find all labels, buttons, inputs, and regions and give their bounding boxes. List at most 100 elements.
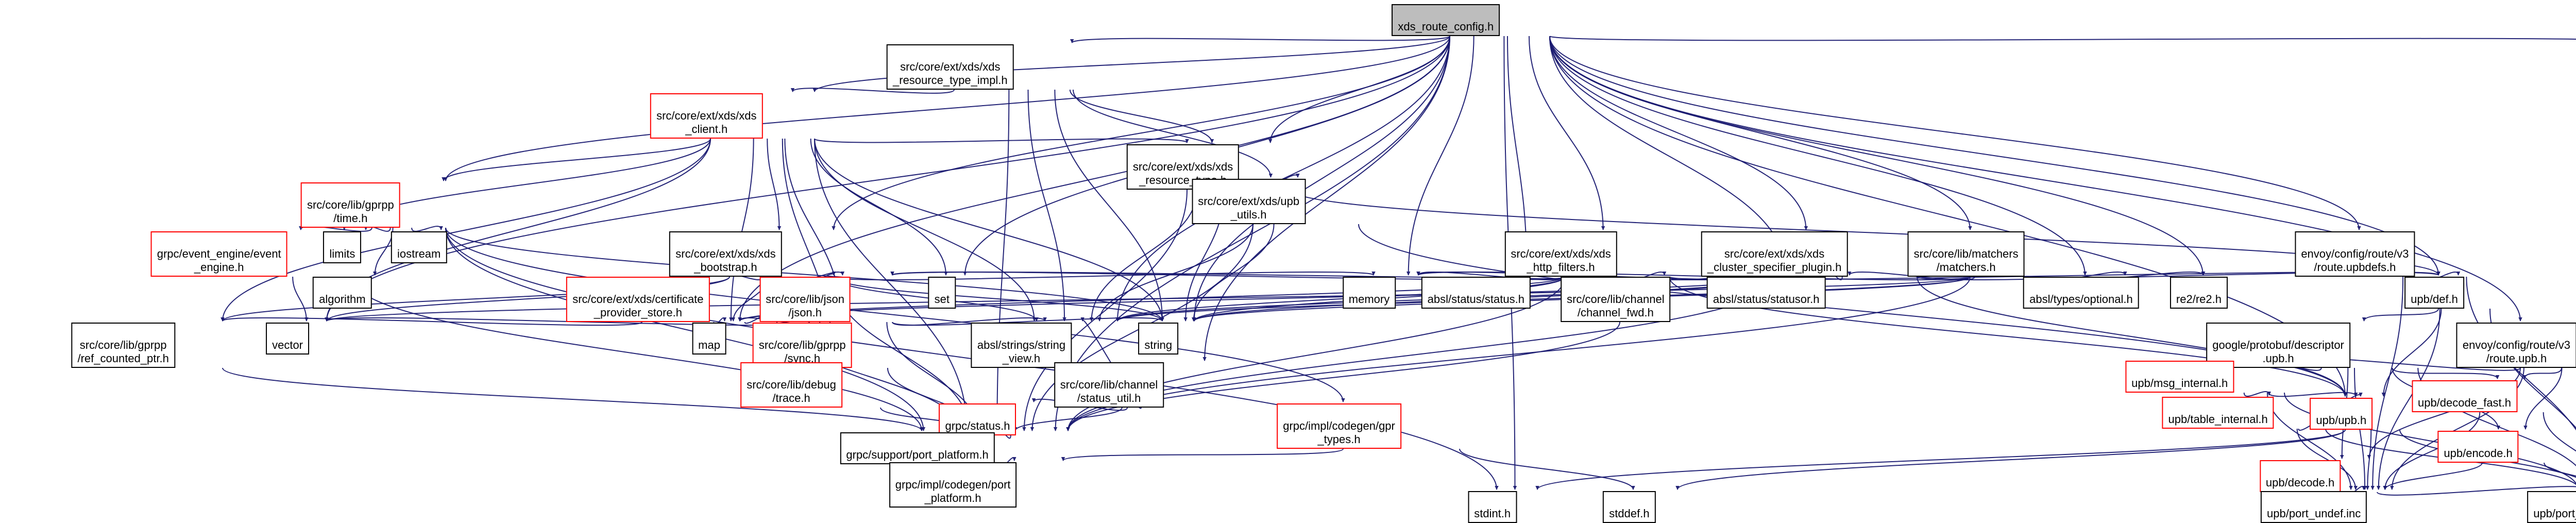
- graph-node-root: xds_route_config.h: [1392, 4, 1500, 36]
- graph-node-portdef[interactable]: upb/port_def.inc: [2527, 491, 2576, 523]
- graph-node-label: grpc/event_engine/event _engine.h: [157, 247, 281, 274]
- graph-node-grpcstatus[interactable]: grpc/status.h: [939, 403, 1016, 435]
- graph-node-impl[interactable]: src/core/ext/xds/xds _resource_type_impl…: [887, 44, 1014, 90]
- edge-refcountedptr-to-pp: [222, 367, 924, 431]
- edge-upbdefs-to-portundef: [2370, 276, 2404, 490]
- graph-node-upbdef[interactable]: upb/def.h: [2404, 277, 2464, 309]
- graph-node-clusterplugin[interactable]: src/core/ext/xds/xds _cluster_specifier_…: [1701, 231, 1848, 277]
- graph-node-matchers[interactable]: src/core/lib/matchers /matchers.h: [1907, 231, 2025, 277]
- graph-node-label: src/core/ext/xds/upb _utils.h: [1198, 195, 1300, 221]
- graph-node-label: iostream: [397, 247, 441, 260]
- graph-node-evengine[interactable]: grpc/event_engine/event _engine.h: [150, 231, 287, 277]
- graph-node-statusutil[interactable]: src/core/lib/channel /status_util.h: [1054, 362, 1164, 408]
- edge-client-to-time: [442, 138, 711, 181]
- graph-node-label: set: [934, 293, 950, 306]
- edge-matchers-to-memory: [1416, 271, 1971, 281]
- edge-root-to-variant: [1549, 36, 2576, 41]
- edge-root-to-memory: [1406, 36, 1475, 276]
- graph-node-encode[interactable]: upb/encode.h: [2437, 431, 2519, 463]
- graph-node-certstore[interactable]: src/core/ext/xds/certificate _provider_s…: [566, 277, 710, 322]
- graph-node-ppimpl[interactable]: grpc/impl/codegen/port _platform.h: [889, 462, 1017, 508]
- graph-node-label: envoy/config/route/v3 /route.upbdefs.h: [2301, 247, 2409, 274]
- edge-encode-to-portundef: [2383, 462, 2483, 490]
- graph-node-label: upb/msg_internal.h: [2131, 377, 2228, 390]
- edge-client-to-set: [810, 138, 948, 276]
- edge-group: [221, 36, 2576, 496]
- graph-node-stringview[interactable]: absl/strings/string _view.h: [971, 323, 1072, 368]
- graph-node-iostream[interactable]: iostream: [391, 231, 447, 263]
- edge-gprtypes-to-stddefh: [1459, 448, 1635, 490]
- edge-upbdef-to-descriptorupb: [2362, 308, 2439, 322]
- edge-client-to-restype: [814, 138, 1189, 143]
- graph-node-memory[interactable]: memory: [1342, 277, 1396, 309]
- edge-statusutil-to-pp: [1013, 407, 1123, 431]
- edge-bootstrap-to-memory: [833, 271, 1376, 281]
- graph-node-stddefh[interactable]: stddef.h: [1603, 491, 1656, 523]
- graph-node-optional[interactable]: absl/types/optional.h: [2023, 277, 2139, 309]
- edge-client-to-refcountedptr: [221, 138, 711, 322]
- edge-httpfilters-to-memory: [1416, 271, 1566, 281]
- graph-node-trace[interactable]: src/core/lib/debug /trace.h: [740, 362, 842, 408]
- graph-node-channelfwd[interactable]: src/core/lib/channel /channel_fwd.h: [1561, 277, 1671, 322]
- graph-node-label: grpc/support/port_platform.h: [846, 448, 989, 461]
- edge-client-to-string: [814, 138, 1164, 322]
- edge-time-to-gprtypes: [445, 227, 1345, 402]
- edge-impl-to-upbutils: [1073, 89, 1273, 178]
- graph-node-msginternal[interactable]: upb/msg_internal.h: [2125, 361, 2234, 393]
- graph-node-string[interactable]: string: [1138, 323, 1179, 355]
- edge-root-to-matchers: [1549, 36, 1972, 230]
- edge-routeupb-to-decodefast: [2522, 367, 2562, 379]
- edge-tableinternal-to-portundef: [2296, 428, 2358, 490]
- graph-node-upbutils[interactable]: src/core/ext/xds/upb _utils.h: [1192, 179, 1306, 224]
- graph-node-sync[interactable]: src/core/lib/gprpp /sync.h: [752, 323, 852, 368]
- edge-upbh-to-stddefh: [1675, 429, 2346, 490]
- edge-time-to-pp: [445, 227, 926, 431]
- graph-node-set[interactable]: set: [928, 277, 956, 309]
- graph-node-upbh[interactable]: upb/upb.h: [2310, 398, 2373, 430]
- graph-node-gprtypes[interactable]: grpc/impl/codegen/gpr _types.h: [1277, 403, 1401, 449]
- edge-clusterplugin-to-upbh: [1917, 276, 2347, 397]
- graph-node-label: absl/types/optional.h: [2029, 293, 2133, 306]
- graph-node-time[interactable]: src/core/lib/gprpp /time.h: [300, 182, 400, 228]
- graph-node-decodefast[interactable]: upb/decode_fast.h: [2411, 380, 2518, 412]
- graph-node-routeupb[interactable]: envoy/config/route/v3 /route.upb.h: [2456, 323, 2576, 368]
- graph-node-statusor[interactable]: absl/status/statusor.h: [1706, 277, 1826, 309]
- graph-node-portundef[interactable]: upb/port_undef.inc: [2261, 491, 2367, 523]
- graph-node-status[interactable]: absl/status/status.h: [1421, 277, 1531, 309]
- graph-node-label: src/core/ext/xds/xds _bootstrap.h: [675, 247, 776, 274]
- graph-node-vector[interactable]: vector: [266, 323, 310, 355]
- graph-node-label: upb/port_def.inc: [2533, 507, 2576, 520]
- graph-node-json[interactable]: src/core/lib/json /json.h: [759, 277, 851, 322]
- graph-node-bootstrap[interactable]: src/core/ext/xds/xds _bootstrap.h: [669, 231, 782, 277]
- graph-node-client[interactable]: src/core/ext/xds/xds _client.h: [650, 93, 763, 139]
- graph-node-tableinternal[interactable]: upb/table_internal.h: [2162, 397, 2274, 429]
- graph-node-stdinth[interactable]: stdint.h: [1468, 491, 1517, 523]
- graph-node-pp[interactable]: grpc/support/port_platform.h: [840, 432, 995, 464]
- edge-certstore-to-refcountedptr: [221, 317, 642, 326]
- edge-impl-to-restype: [1069, 89, 1214, 143]
- edge-root-to-re2: [1549, 36, 2205, 276]
- edge-impl-to-stringview: [1027, 89, 1066, 322]
- graph-node-httpfilters[interactable]: src/core/ext/xds/xds _http_filters.h: [1504, 231, 1617, 277]
- graph-node-label: envoy/config/route/v3 /route.upb.h: [2462, 339, 2571, 365]
- graph-node-upbdefs[interactable]: envoy/config/route/v3 /route.upbdefs.h: [2295, 231, 2415, 277]
- edge-root-to-httpfilters: [1529, 36, 1605, 230]
- edge-upbh-to-stdinth: [1535, 429, 2346, 490]
- graph-node-label: src/core/ext/xds/xds _cluster_specifier_…: [1707, 247, 1842, 274]
- graph-node-label: absl/status/statusor.h: [1713, 293, 1820, 306]
- graph-node-label: upb/def.h: [2411, 293, 2458, 306]
- edge-decode-to-portdef: [2377, 486, 2576, 496]
- graph-node-label: upb/table_internal.h: [2168, 413, 2268, 426]
- graph-node-label: upb/decode_fast.h: [2417, 396, 2512, 409]
- graph-node-decode[interactable]: upb/decode.h: [2259, 460, 2341, 492]
- graph-node-map[interactable]: map: [692, 323, 726, 355]
- graph-node-algorithm[interactable]: algorithm: [313, 277, 372, 309]
- graph-node-re2[interactable]: re2/re2.h: [2170, 277, 2228, 309]
- edge-matchers-to-vector: [325, 276, 1971, 322]
- edge-channelfwd-to-pp: [1066, 322, 1620, 431]
- edge-root-to-upbdef: [1549, 36, 2441, 276]
- graph-node-refcountedptr[interactable]: src/core/lib/gprpp /ref_counted_ptr.h: [71, 323, 175, 368]
- edge-upbdef-to-upbh: [2381, 308, 2442, 397]
- graph-node-limits[interactable]: limits: [323, 231, 362, 263]
